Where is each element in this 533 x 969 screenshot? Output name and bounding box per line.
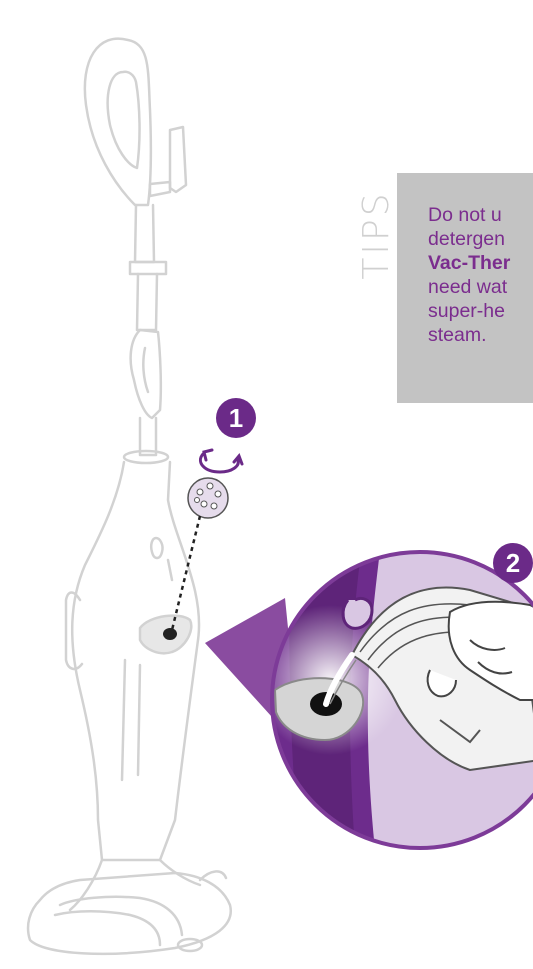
tips-box: Do not u detergen Vac-Ther need wat supe… bbox=[397, 173, 533, 403]
tips-line-1: Do not u bbox=[428, 203, 533, 227]
tips-line-2: detergen bbox=[428, 227, 533, 251]
tips-brand-line: Vac-Ther bbox=[428, 251, 533, 275]
step-1-badge: 1 bbox=[216, 398, 256, 438]
tips-line-6: steam. bbox=[428, 323, 533, 347]
rotate-arrow-icon bbox=[200, 450, 242, 472]
water-tank-cap-icon bbox=[188, 478, 228, 518]
tips-heading: TIPS bbox=[357, 180, 397, 290]
tips-line-4: need wat bbox=[428, 275, 533, 299]
closeup-lens bbox=[255, 550, 533, 850]
tips-line-5: super-he bbox=[428, 299, 533, 323]
step-2-badge: 2 bbox=[493, 543, 533, 583]
tips-text: Do not u detergen Vac-Ther need wat supe… bbox=[428, 203, 533, 347]
